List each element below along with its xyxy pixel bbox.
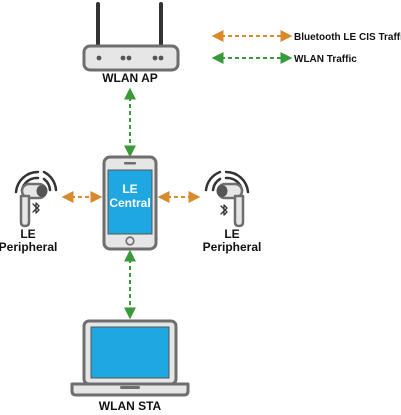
central-label-line2: Central	[109, 196, 150, 210]
left-peripheral-line1: LE	[20, 227, 35, 241]
bluetooth-icon-left	[32, 202, 40, 214]
smartphone-icon	[102, 155, 158, 251]
laptop-icon	[70, 319, 190, 397]
earbud-icon-right	[204, 170, 250, 228]
left-peripheral-line2: Peripheral	[0, 240, 57, 254]
central-label-line1: LE	[122, 182, 137, 196]
legend-wlan-label: WLAN Traffic	[294, 54, 357, 65]
legend-bt-label: Bluetooth LE CIS Traffic	[294, 32, 401, 43]
bluetooth-icon-right	[220, 204, 228, 216]
legend: Bluetooth LE CIS Traffic WLAN Traffic	[211, 30, 401, 65]
right-peripheral-line1: LE	[224, 227, 239, 241]
ap-label: WLAN AP	[102, 71, 158, 85]
right-peripheral-line2: Peripheral	[203, 240, 262, 254]
sta-label: WLAN STA	[99, 399, 162, 413]
router-icon	[82, 2, 180, 72]
earbud-icon-left	[14, 170, 58, 228]
